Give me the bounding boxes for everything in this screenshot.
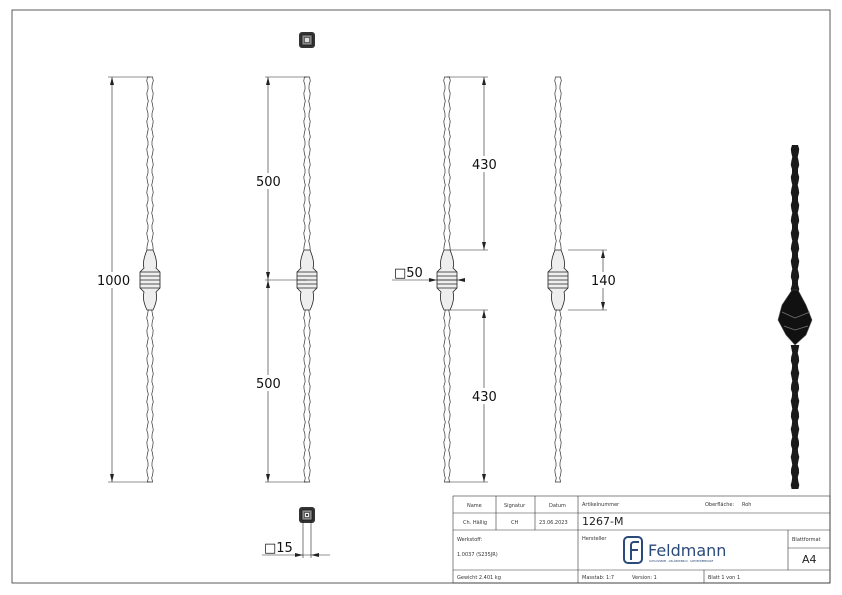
isometric-view bbox=[777, 145, 813, 489]
article-label: Artikelnummer bbox=[582, 502, 620, 508]
material-label: Werkstoff: bbox=[457, 537, 483, 543]
title-block bbox=[452, 495, 831, 584]
side-view-knob bbox=[547, 76, 569, 483]
top-view-square-upper bbox=[299, 32, 315, 48]
drawing-frame bbox=[11, 9, 831, 584]
dimension-lower-bar: 430 bbox=[472, 390, 497, 405]
format-value: A4 bbox=[802, 553, 817, 566]
front-view-full bbox=[139, 76, 161, 483]
dimension-upper-half: 500 bbox=[256, 175, 281, 190]
surface-label: Oberfläche: bbox=[705, 502, 734, 508]
signature-value: CH bbox=[511, 520, 518, 526]
dimension-lines bbox=[108, 76, 607, 558]
sheet-number: Blatt 1 von 1 bbox=[708, 575, 740, 581]
dimension-bar-square: □15 bbox=[264, 541, 293, 556]
surface-value: Roh bbox=[742, 502, 751, 508]
dimension-arrows bbox=[110, 77, 605, 557]
logo-tagline: SCHLOSSEREI · GELÄNDERBAU · SCHMIEDEBEDA… bbox=[649, 558, 714, 563]
dimension-knob-height: 140 bbox=[591, 274, 616, 289]
feldmann-logo: Feldmann SCHLOSSEREI · GELÄNDERBAU · SCH… bbox=[623, 536, 726, 564]
logo-text: Feldmann bbox=[648, 541, 726, 560]
format-label: Blattformat bbox=[792, 537, 821, 543]
dimension-lower-half: 500 bbox=[256, 377, 281, 392]
top-view-square-lower bbox=[299, 507, 315, 523]
material-value: 1.0037 (S235JR) bbox=[457, 552, 498, 558]
dimension-total-length: 1000 bbox=[97, 274, 130, 289]
version: Version: 1 bbox=[632, 575, 657, 581]
front-view-bars bbox=[436, 76, 458, 483]
weight: Gewicht 2.401 kg bbox=[457, 575, 501, 581]
manufacturer-label: Hersteller bbox=[582, 536, 607, 542]
part-views bbox=[139, 76, 813, 489]
dimension-knob-square: □50 bbox=[394, 266, 423, 281]
date-value: 23.06.2023 bbox=[539, 520, 568, 526]
front-view-halves bbox=[296, 76, 318, 483]
signature-label: Signatur bbox=[504, 503, 526, 509]
dimension-upper-bar: 430 bbox=[472, 158, 497, 173]
date-label: Datum bbox=[549, 503, 566, 509]
name-value: Ch. Hällig bbox=[463, 520, 487, 526]
scale: Masstab: 1:7 bbox=[582, 575, 614, 581]
article-number: 1267-M bbox=[582, 515, 623, 528]
name-label: Name bbox=[467, 503, 482, 509]
